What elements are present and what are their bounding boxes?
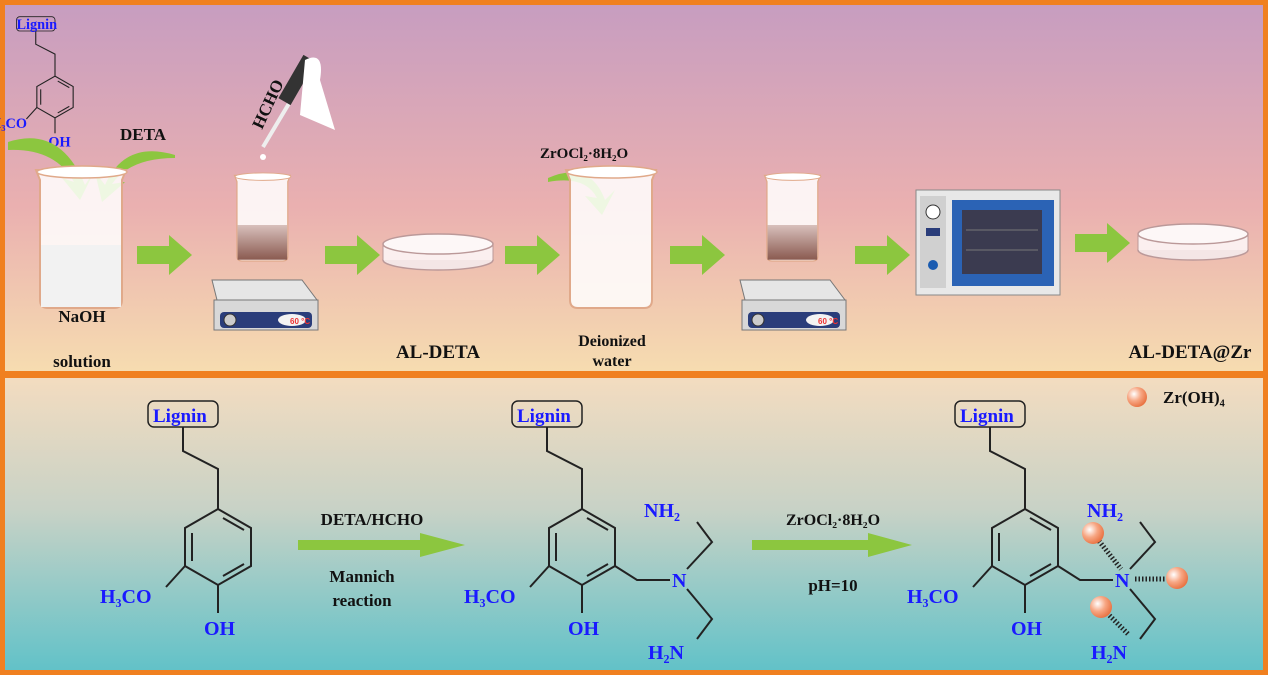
beaker-naoh: [35, 165, 128, 309]
water-label: water: [592, 353, 631, 370]
al-deta-label: AL-DETA: [396, 342, 480, 363]
methoxy-label: H₃CO: [0, 116, 27, 132]
reaction-arrow-1: [298, 533, 465, 557]
deionized-label: Deionized: [578, 333, 646, 350]
reaction-arrow-2: [752, 533, 912, 557]
lignin-label: Lignin: [517, 406, 571, 427]
temperature-label: 60 °C: [290, 317, 310, 326]
petri-dish-1: [382, 233, 494, 271]
zr-oh4-ball: [1166, 567, 1188, 589]
amine-bottom-label: H₂N: [1091, 642, 1128, 664]
beaker-stirring-1: [233, 172, 292, 262]
vacuum-oven-icon: [915, 189, 1061, 296]
reaction1-reagent-label: DETA/HCHO: [321, 510, 424, 529]
ph-label: pH=10: [808, 576, 857, 595]
methoxy-label: H₃CO: [464, 586, 516, 608]
al-deta-zr-label: AL-DETA@Zr: [1129, 342, 1252, 363]
temperature-label: 60 °C: [818, 317, 838, 326]
zirconium-reagent-label: ZrOCl₂·8H₂O: [540, 146, 628, 162]
nitrogen-label: N: [672, 570, 687, 592]
hydroxyl-label: OH: [568, 618, 600, 640]
zr-oh4-ball: [1082, 522, 1104, 544]
reaction2-reagent-label: ZrOCl₂·8H₂O: [786, 512, 880, 529]
beaker-stirring-2: [763, 172, 822, 262]
methoxy-label: H₃CO: [100, 586, 152, 608]
lignin-molecule: Lignin H₃CO OH: [100, 400, 252, 640]
mannich-label: Mannich: [329, 567, 395, 586]
solution-label: solution: [53, 352, 111, 371]
pipette-icon: [260, 54, 335, 160]
nitrogen-label: N: [1115, 570, 1130, 592]
hotplate-1: 60 °C: [211, 279, 319, 331]
amine-top-label: NH₂: [644, 500, 680, 522]
hydroxyl-label: OH: [1011, 618, 1043, 640]
lignin-label: Lignin: [153, 406, 207, 427]
zr-oh4-ball: [1090, 596, 1112, 618]
hydroxyl-label: OH: [204, 618, 236, 640]
lignin-label: Lignin: [17, 17, 58, 33]
beaker-water: [565, 165, 658, 309]
amine-bottom-label: H₂N: [648, 642, 685, 664]
hashed-bond: [1105, 611, 1131, 637]
naoh-label: NaOH: [58, 307, 105, 326]
al-deta-zr-molecule: Lignin H₃CO OH N NH₂ H₂N: [907, 400, 1188, 664]
hotplate-2: 60 °C: [739, 279, 847, 331]
al-deta-molecule: Lignin H₃CO OH N NH₂ H₂N: [464, 400, 714, 664]
reaction-label: reaction: [332, 591, 392, 610]
deta-label: DETA: [120, 125, 167, 144]
methoxy-label: H₃CO: [907, 586, 959, 608]
amine-top-label: NH₂: [1087, 500, 1123, 522]
legend-label: Zr(OH)₄: [1163, 388, 1225, 407]
zr-oh4-legend-icon: [1127, 387, 1147, 407]
hashed-bond: [1097, 539, 1123, 571]
lignin-label: Lignin: [960, 406, 1014, 427]
petri-dish-2: [1137, 223, 1249, 261]
